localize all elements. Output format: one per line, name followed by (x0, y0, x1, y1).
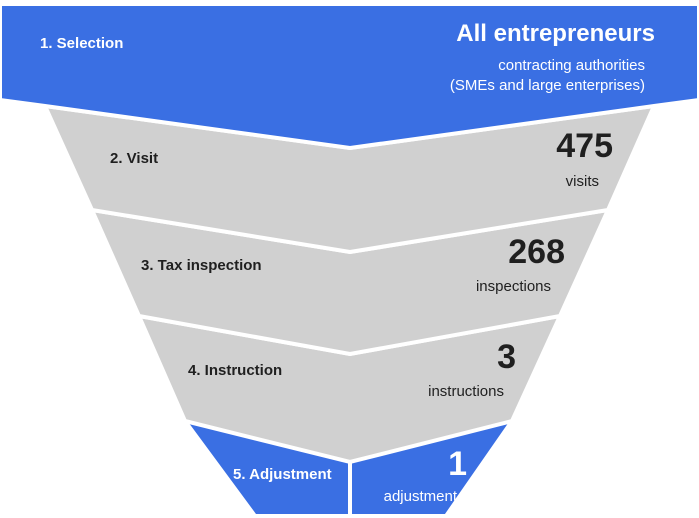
stage-1-label: 1. Selection (40, 35, 124, 52)
stage-5-unit: adjustment (383, 488, 457, 505)
stage-3-value: 268 (508, 233, 565, 271)
stage-1-description-line1: contracting authorities (498, 57, 645, 74)
stage-2-value: 475 (556, 127, 613, 165)
stage-5-label: 5. Adjustment (233, 466, 332, 483)
stage-4-label: 4. Instruction (188, 362, 283, 379)
stage-4-value: 3 (497, 338, 516, 376)
stage-1-description-line2: (SMEs and large enterprises) (449, 77, 645, 94)
stage-3-unit: inspections (475, 278, 551, 295)
stage-2-unit: visits (565, 173, 599, 190)
stage-4-unit: instructions (428, 383, 504, 400)
funnel-layer-selection (0, 2, 699, 151)
stage-2-label: 2. Visit (110, 150, 159, 167)
stage-5-value: 1 (448, 445, 467, 483)
stage-3-label: 3. Tax inspection (141, 257, 262, 274)
stage-1-value: All entrepreneurs (456, 20, 655, 47)
